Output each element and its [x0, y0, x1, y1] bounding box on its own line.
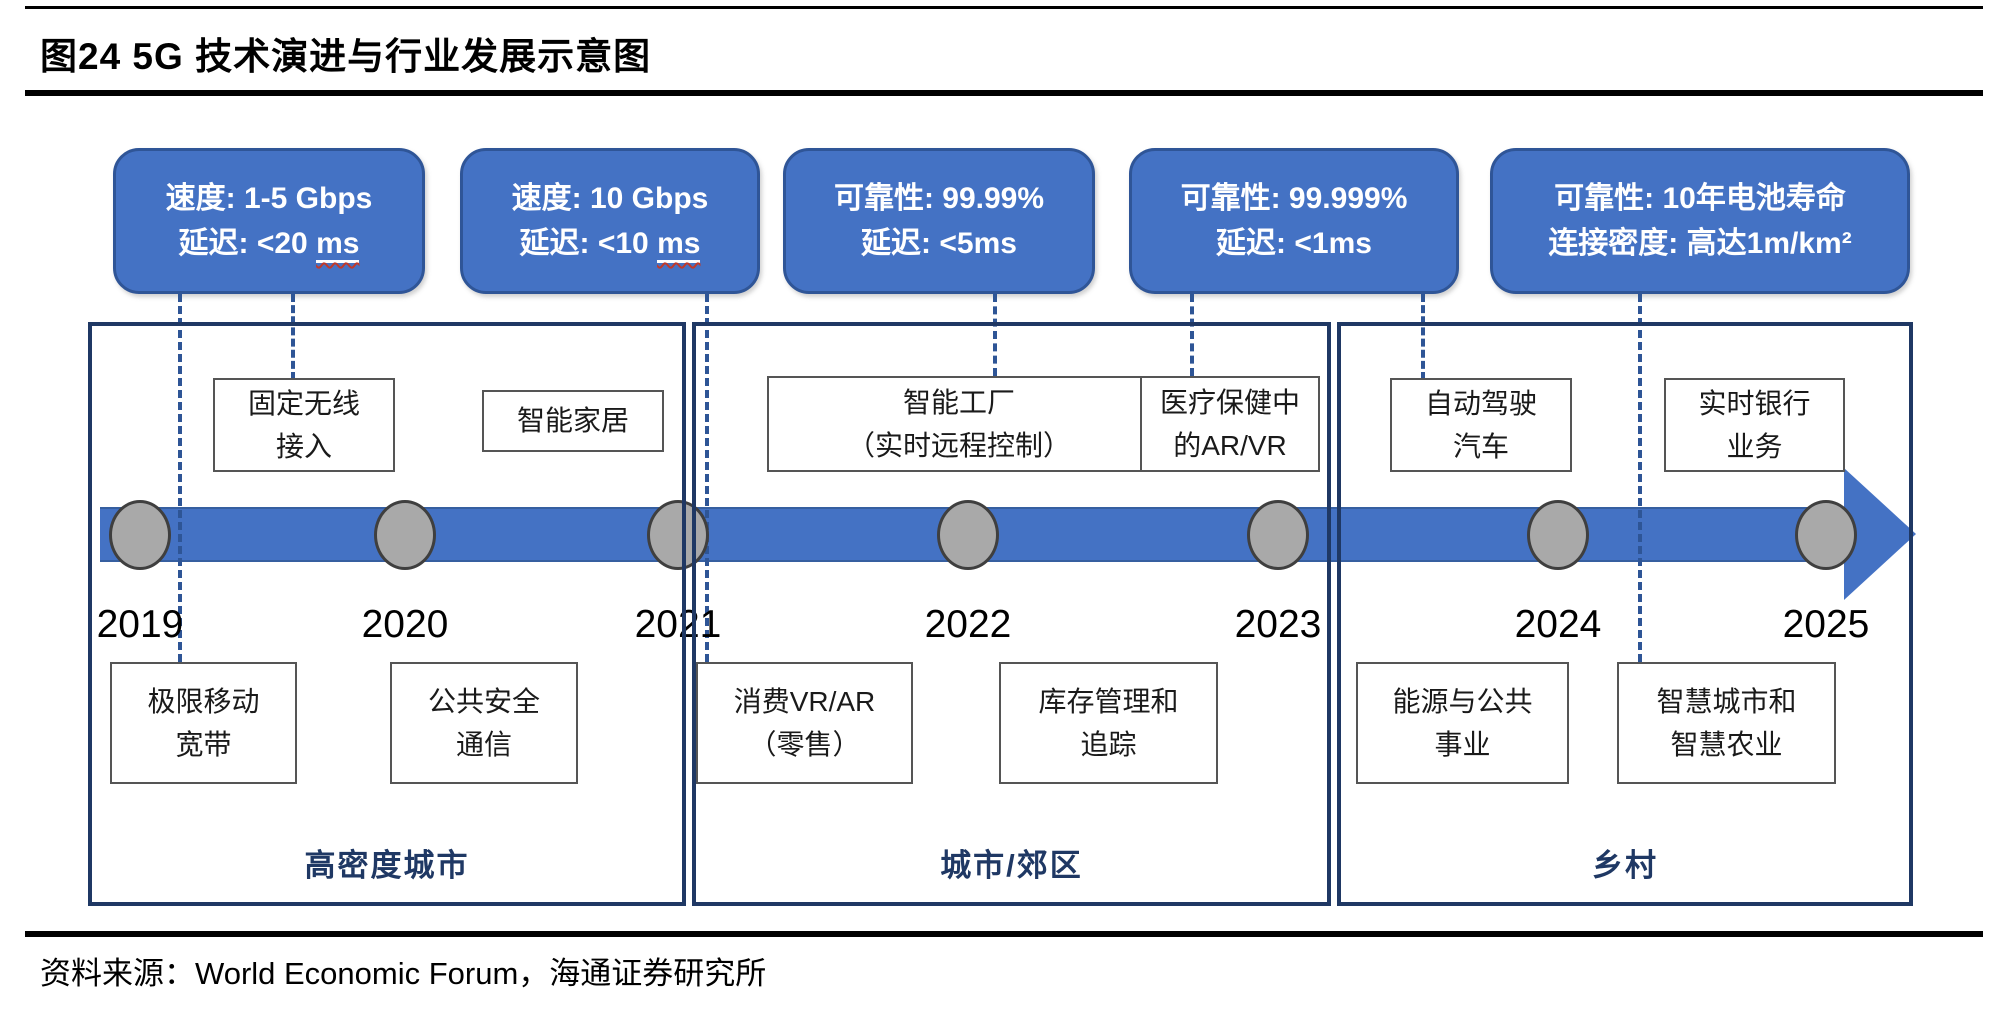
- year-label-2021: 2021: [634, 603, 722, 646]
- callout-latency-line: 延迟: <5ms: [861, 227, 1017, 260]
- connector-callout3: [993, 294, 997, 376]
- figure-title: 图24 5G 技术演进与行业发展示意图: [40, 36, 652, 77]
- app-realtime-banking: 实时银行 业务: [1664, 378, 1845, 472]
- app-autonomous-cars: 自动驾驶 汽车: [1390, 378, 1572, 472]
- region-label-rural: 乡村: [1592, 848, 1658, 883]
- region-label-high-density-city: 高密度城市: [304, 848, 470, 883]
- callout-2023-spec: 可靠性: 99.999% 延迟: <1ms: [1129, 148, 1459, 294]
- callout-density-line: 连接密度: 高达1m/km²: [1548, 227, 1852, 260]
- callout-speed-line: 速度: 10 Gbps: [511, 182, 709, 215]
- callout-latency-line: 延迟: <1ms: [1216, 227, 1372, 260]
- app-smart-factory: 智能工厂 （实时远程控制）: [767, 376, 1151, 472]
- timeline-dot-2024: [1527, 500, 1589, 570]
- connector-callout4-right: [1421, 294, 1425, 380]
- callout-speed-line: 速度: 1-5 Gbps: [165, 182, 373, 215]
- year-label-2023: 2023: [1234, 603, 1322, 646]
- connector-callout1-right: [291, 294, 295, 380]
- connector-callout4-left: [1190, 294, 1194, 376]
- title-underline-rule: [25, 90, 1983, 96]
- app-public-safety-comms: 公共安全 通信: [390, 662, 578, 784]
- timeline-dot-2025: [1795, 500, 1857, 570]
- app-fixed-wireless-access: 固定无线 接入: [213, 378, 395, 472]
- spellcheck-underline: ms: [316, 227, 360, 263]
- source-attribution: 资料来源：World Economic Forum，海通证券研究所: [40, 956, 767, 991]
- callout-2022-spec: 可靠性: 99.99% 延迟: <5ms: [783, 148, 1095, 294]
- callout-reliability-line: 可靠性: 99.99%: [833, 182, 1045, 215]
- callout-latency-line: 延迟: <20 ms: [179, 221, 360, 266]
- callout-2021-spec: 速度: 10 Gbps 延迟: <10 ms: [460, 148, 760, 294]
- callout-2019-spec: 速度: 1-5 Gbps 延迟: <20 ms: [113, 148, 425, 294]
- callout-reliability-line: 可靠性: 99.999%: [1180, 182, 1408, 215]
- app-energy-utilities: 能源与公共 事业: [1356, 662, 1569, 784]
- timeline-dot-2021: [647, 500, 709, 570]
- region-label-urban-suburban: 城市/郊区: [940, 848, 1083, 883]
- connector-callout2: [705, 294, 709, 662]
- timeline-dot-2020: [374, 500, 436, 570]
- timeline-dot-2022: [937, 500, 999, 570]
- app-inventory-tracking: 库存管理和 追踪: [999, 662, 1218, 784]
- app-smart-city-agriculture: 智慧城市和 智慧农业: [1617, 662, 1836, 784]
- app-consumer-vrar-retail: 消费VR/AR （零售）: [696, 662, 913, 784]
- year-label-2022: 2022: [924, 603, 1012, 646]
- year-label-2019: 2019: [96, 603, 184, 646]
- connector-callout5: [1638, 294, 1642, 662]
- app-healthcare-arvr: 医疗保健中 的AR/VR: [1140, 376, 1320, 472]
- timeline-dot-2023: [1247, 500, 1309, 570]
- year-label-2025: 2025: [1782, 603, 1870, 646]
- app-smart-home: 智能家居: [482, 390, 664, 452]
- year-label-2020: 2020: [361, 603, 449, 646]
- top-rule: [25, 6, 1983, 9]
- connector-callout1-left: [178, 294, 182, 662]
- timeline-dot-2019: [109, 500, 171, 570]
- spellcheck-underline: ms: [657, 227, 701, 263]
- source-divider-rule: [25, 931, 1983, 937]
- callout-latency-line: 延迟: <10 ms: [520, 221, 701, 266]
- callout-reliability-line: 可靠性: 10年电池寿命: [1554, 182, 1846, 215]
- app-extreme-mobile-broadband: 极限移动 宽带: [110, 662, 297, 784]
- year-label-2024: 2024: [1514, 603, 1602, 646]
- callout-2025-spec: 可靠性: 10年电池寿命 连接密度: 高达1m/km²: [1490, 148, 1910, 294]
